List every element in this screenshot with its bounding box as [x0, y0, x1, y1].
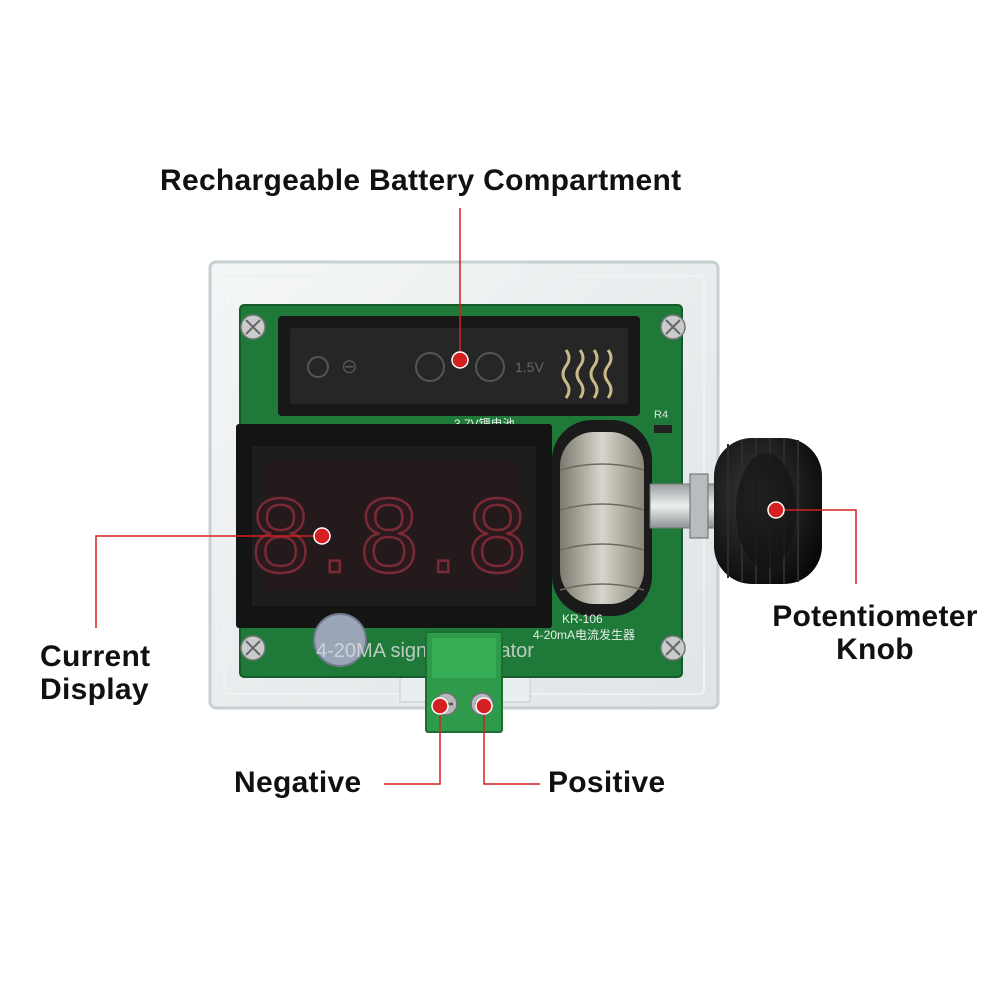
- positive-terminal-label: Positive: [548, 766, 666, 799]
- current-display-label-line2: Display: [40, 673, 149, 706]
- potentiometer-knob-label-line2: Knob: [836, 633, 914, 666]
- battery-holder: ⊖ 1.5V 3.7V锂电池: [278, 316, 640, 431]
- current-display: 8.8.8: [236, 424, 552, 628]
- coin-cell: [313, 613, 367, 667]
- potentiometer-knob-label-line1: Potentiometer: [772, 600, 978, 633]
- callout-lines: [95, 208, 857, 785]
- model-label: KR-106: [562, 612, 603, 626]
- potentiometer-knob-label: Potentiometer Knob: [760, 600, 990, 666]
- battery-compartment-label: Rechargeable Battery Compartment: [160, 164, 682, 197]
- subtitle-label: 4-20mA电流发生器: [533, 627, 635, 642]
- pcb-mark-r4: R4: [654, 409, 668, 421]
- current-display-label: Current Display: [40, 640, 180, 706]
- terminal-block: [425, 631, 503, 733]
- callout-dots: [313, 351, 785, 715]
- current-display-label-line1: Current: [40, 640, 151, 673]
- negative-terminal-label: Negative: [234, 766, 362, 799]
- screw-icon: [240, 314, 686, 661]
- svg-text:⊖: ⊖: [341, 356, 358, 378]
- battery-cell-marking: 1.5V: [515, 359, 544, 375]
